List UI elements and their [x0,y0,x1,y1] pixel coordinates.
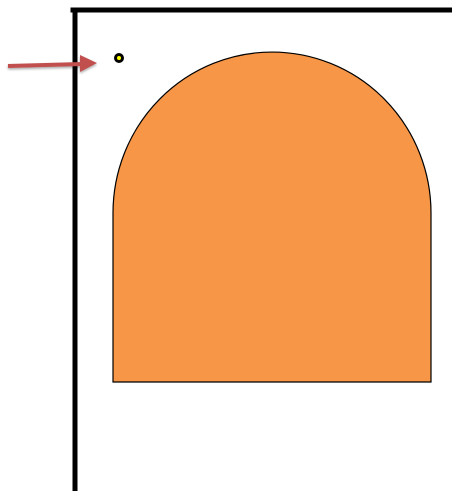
arrow-shaft [7,62,83,68]
arrow-head [80,55,97,72]
marker-center [117,56,121,60]
dot-marker-icon [114,53,124,63]
arrow-right-icon [7,55,97,72]
arch-shape [112,51,432,383]
